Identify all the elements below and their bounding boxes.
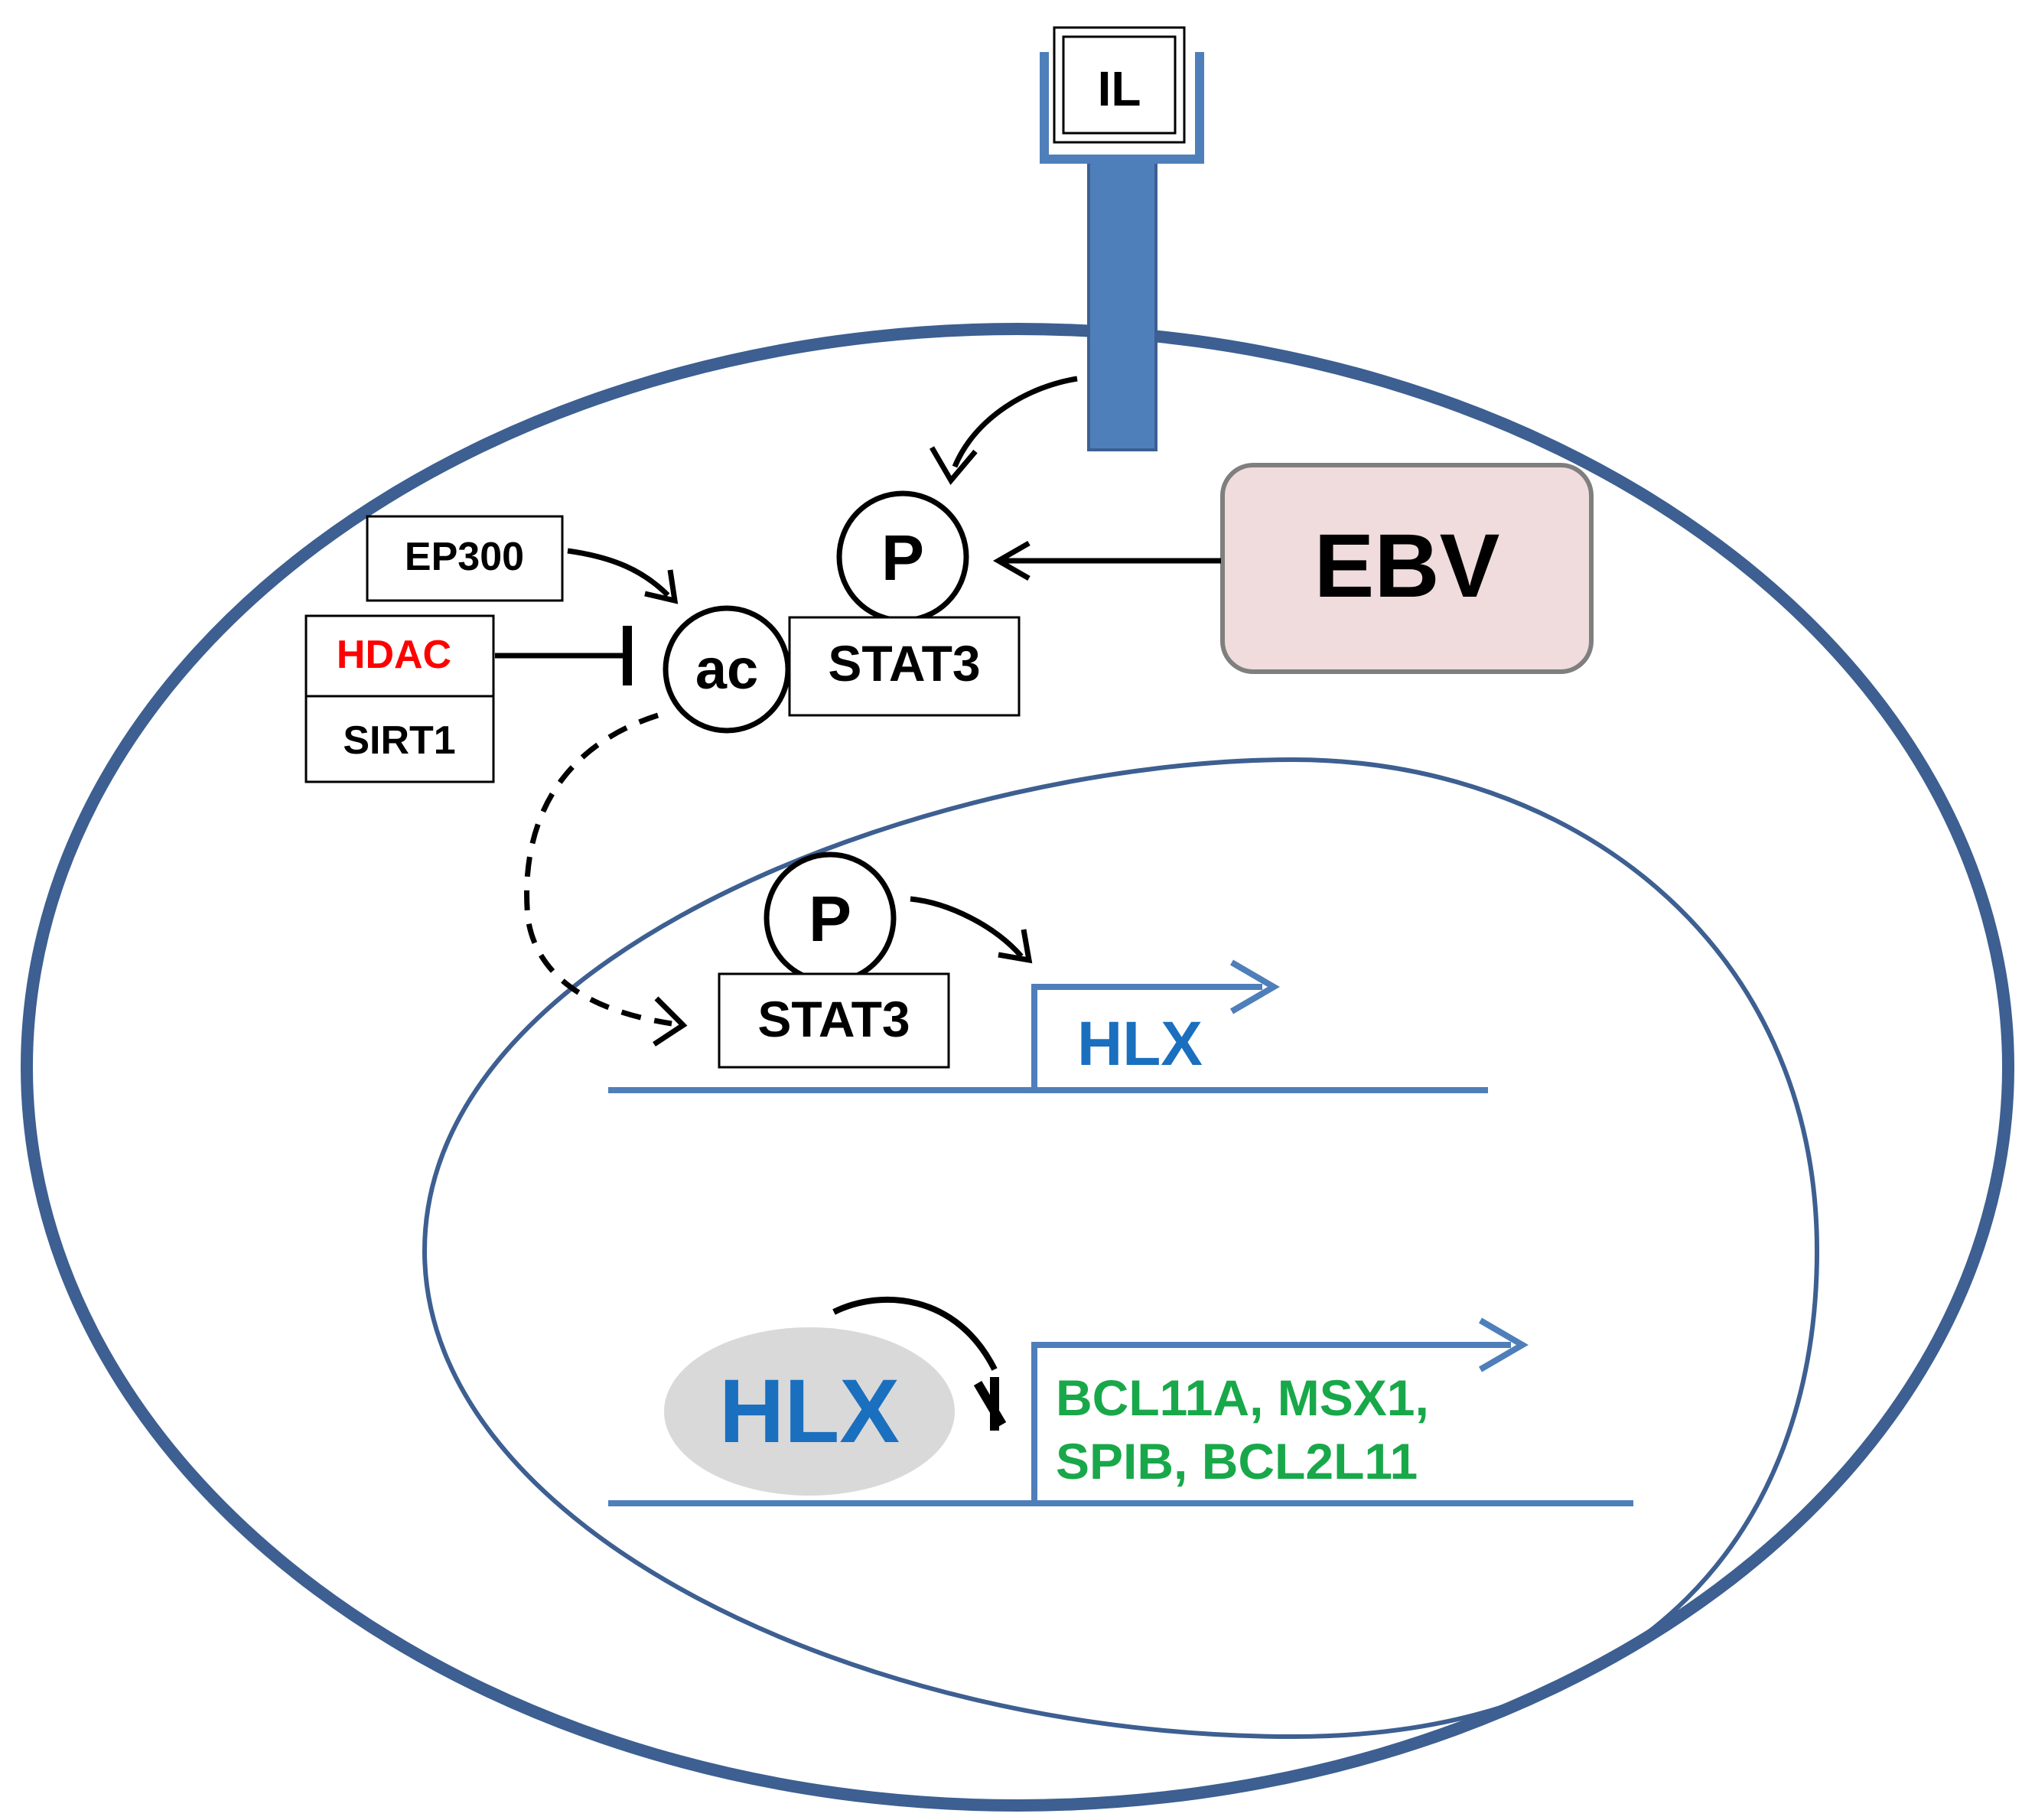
hlx-repression-arc <box>832 1296 998 1371</box>
target-genes-line2: SPIB, BCL2L11 <box>1056 1433 1418 1490</box>
hlx-protein-label: HLX <box>719 1361 900 1462</box>
hlx-gene-locus: HLX <box>608 959 1488 1093</box>
hlx-protein: HLX <box>664 1327 955 1496</box>
target-tss-arrowhead <box>1478 1317 1529 1372</box>
target-genes-locus: BCL11A, MSX1, SPIB, BCL2L11 <box>608 1317 1633 1506</box>
target-tss-arrow <box>1031 1342 1511 1503</box>
p-cytoplasm-label: P <box>881 522 924 594</box>
translocation-dashed-arrow <box>524 712 672 1027</box>
receptor-to-p-arrow <box>952 376 1078 468</box>
ep300-label: EP300 <box>405 535 524 579</box>
cell-membrane <box>21 323 2014 1812</box>
hdac-label: HDAC <box>337 633 451 677</box>
il-ligand: IL <box>1053 26 1186 144</box>
ebv-to-p-arrowhead <box>992 540 1031 581</box>
stat3-activates-hlx-arrowhead <box>998 929 1033 964</box>
ep300-to-ac-arrowhead <box>644 569 679 604</box>
sirt1-label: SIRT1 <box>343 718 455 763</box>
sirt1-box: SIRT1 <box>304 695 495 783</box>
ebv-box: EBV <box>1220 463 1594 674</box>
ebv-label: EBV <box>1314 516 1500 617</box>
target-genes-line1: BCL11A, MSX1, <box>1056 1369 1429 1426</box>
receptor-cup <box>1040 52 1204 164</box>
phospho-circle-nucleus: P <box>764 851 897 985</box>
stat3-nucleus-label: STAT3 <box>757 991 910 1047</box>
receptor-to-p-arrowhead <box>929 446 978 486</box>
hlx-gene-label: HLX <box>1077 1009 1203 1079</box>
stat3-cytoplasm-box: STAT3 <box>788 616 1021 717</box>
hdac-box: HDAC <box>304 614 495 698</box>
p-nucleus-label: P <box>809 883 851 955</box>
stat3-nucleus-box: STAT3 <box>718 972 950 1069</box>
receptor-stalk <box>1087 155 1158 451</box>
ep300-box: EP300 <box>366 515 564 602</box>
ep300-to-ac-arrow <box>567 548 670 597</box>
ac-label: ac <box>695 637 758 701</box>
acetyl-circle: ac <box>663 605 791 734</box>
stat3-activates-hlx-arrow <box>910 896 1024 959</box>
hlx-tss-arrow <box>1031 984 1262 1090</box>
hlx-tss-arrowhead <box>1229 959 1280 1014</box>
translocation-arrowhead <box>653 996 688 1047</box>
il-label: IL <box>1098 61 1141 116</box>
il-receptor <box>1040 52 1204 451</box>
phospho-circle-cytoplasm: P <box>836 490 969 623</box>
nucleus-membrane <box>422 757 1820 1740</box>
stat3-cytoplasm-label: STAT3 <box>828 635 980 692</box>
